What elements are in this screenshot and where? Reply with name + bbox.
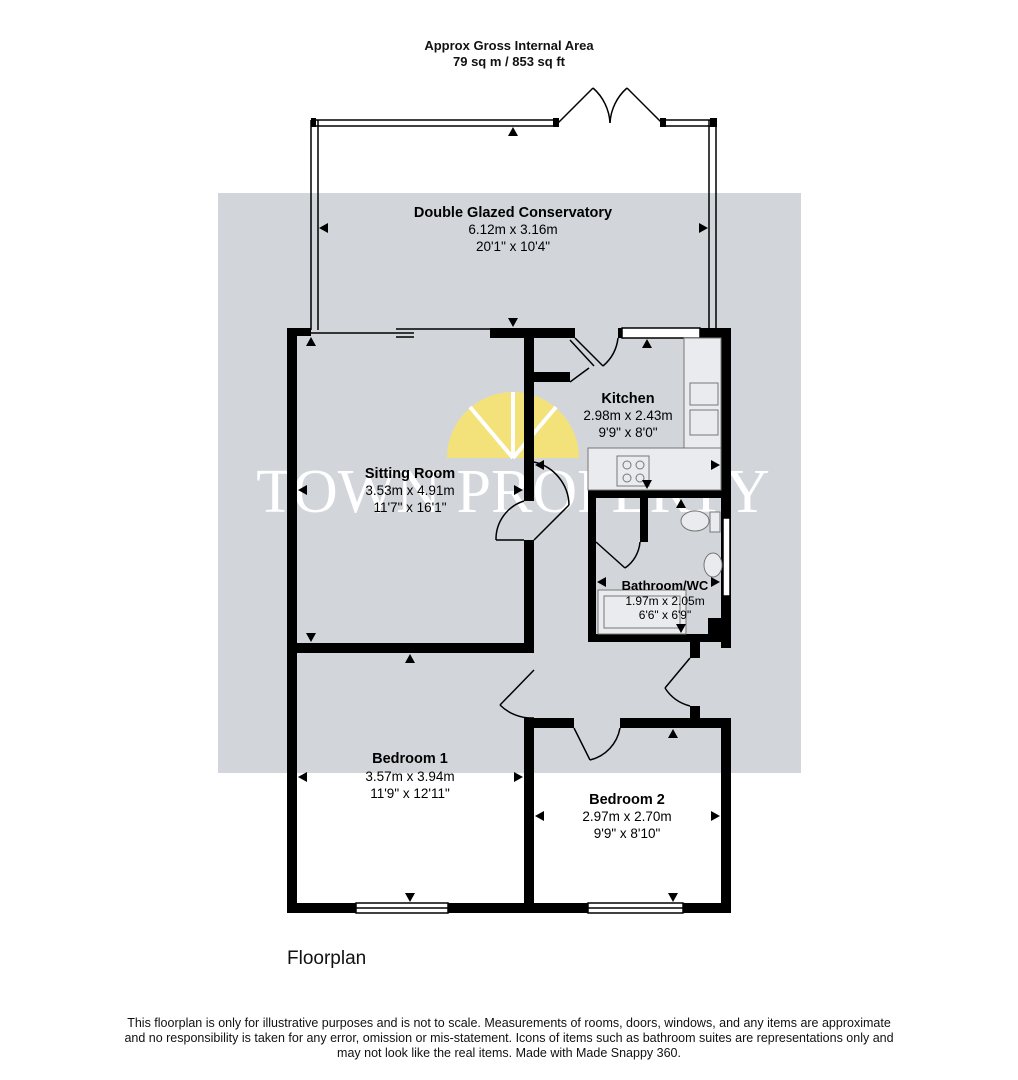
room-imperial: 11'9" x 12'11" bbox=[370, 786, 450, 801]
room-name: Sitting Room bbox=[365, 466, 455, 482]
room-imperial: 9'9" x 8'0" bbox=[598, 425, 657, 440]
room-metric: 3.57m x 3.94m bbox=[365, 769, 454, 784]
room-metric: 2.98m x 2.43m bbox=[583, 408, 672, 423]
windows bbox=[355, 327, 731, 914]
room-bedroom-1: Bedroom 1 3.57m x 3.94m 11'9" x 12'11" bbox=[365, 751, 454, 801]
bathroom-fittings bbox=[597, 510, 723, 635]
room-kitchen: Kitchen 2.98m x 2.43m 9'9" x 8'0" bbox=[583, 391, 672, 440]
room-name: Kitchen bbox=[601, 391, 654, 407]
room-imperial: 9'9" x 8'10" bbox=[594, 826, 661, 841]
room-name: Double Glazed Conservatory bbox=[414, 205, 612, 221]
watermark-sun-logo bbox=[447, 392, 579, 460]
room-bathroom: Bathroom/WC 1.97m x 2.05m 6'6" x 6'9" bbox=[622, 578, 709, 622]
room-metric: 3.53m x 4.91m bbox=[365, 483, 454, 498]
room-conservatory: Double Glazed Conservatory 6.12m x 3.16m… bbox=[414, 205, 612, 254]
area-header: Approx Gross Internal Area 79 sq m / 853… bbox=[0, 38, 1018, 70]
kitchen-fittings bbox=[587, 337, 722, 491]
measurement-arrows bbox=[298, 127, 720, 902]
conservatory-glazing bbox=[310, 119, 717, 330]
door-swings bbox=[495, 337, 691, 761]
floorplan-caption: Floorplan bbox=[287, 948, 367, 969]
room-imperial: 20'1" x 10'4" bbox=[476, 239, 550, 254]
room-imperial: 11'7" x 16'1" bbox=[373, 500, 446, 515]
room-name: Bedroom 1 bbox=[372, 751, 448, 767]
disclaimer-text: This floorplan is only for illustrative … bbox=[124, 1016, 894, 1060]
area-value: 79 sq m / 853 sq ft bbox=[453, 54, 565, 69]
room-name: Bedroom 2 bbox=[589, 792, 665, 808]
room-imperial: 6'6" x 6'9" bbox=[639, 608, 691, 622]
sliding-door bbox=[311, 328, 490, 338]
conservatory-french-door bbox=[557, 87, 663, 124]
room-metric: 1.97m x 2.05m bbox=[625, 594, 704, 608]
room-name: Bathroom/WC bbox=[622, 578, 709, 593]
room-metric: 2.97m x 2.70m bbox=[582, 809, 671, 824]
room-bedroom-2: Bedroom 2 2.97m x 2.70m 9'9" x 8'10" bbox=[582, 792, 671, 841]
room-metric: 6.12m x 3.16m bbox=[468, 222, 557, 237]
room-sitting-room: Sitting Room 3.53m x 4.91m 11'7" x 16'1" bbox=[365, 466, 455, 515]
area-title: Approx Gross Internal Area bbox=[424, 38, 594, 53]
